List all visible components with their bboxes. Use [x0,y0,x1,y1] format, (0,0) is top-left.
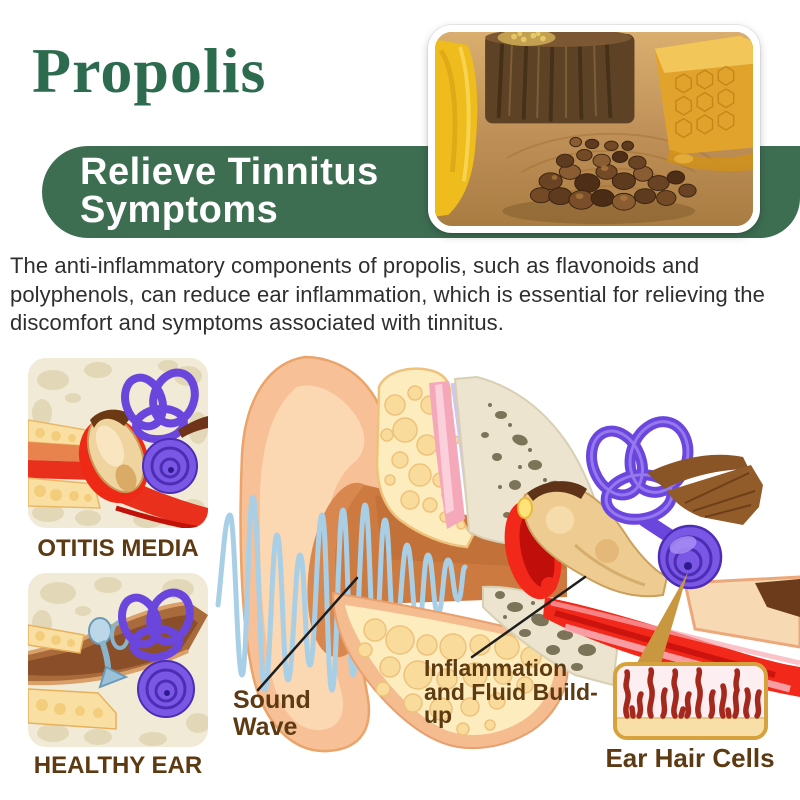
healthy-ear-card [28,573,208,747]
ear-canal-inflamed [28,419,101,509]
banner-line-2: Symptoms [80,189,279,231]
honeycomb [654,35,753,172]
cochlea-healthy [118,588,195,718]
propolis-photo-art [435,32,753,226]
hair-cells-art [617,667,764,736]
otitis-media-illustration [28,358,208,528]
sound-wave-pointer-line [256,576,359,692]
cochlea-otitis [121,368,208,494]
inflammation-label: Inflammation and Fluid Build-up [424,655,598,728]
beeswax-chunk [435,39,478,217]
page-title: Propolis [32,35,267,106]
wood-log [485,32,635,124]
healthy-ear-illustration [28,573,208,747]
ear-hair-cells-box [613,662,768,740]
inner-canal-right [683,575,800,649]
hair-cells-pointer-triangle [633,572,688,670]
banner-headline: Relieve Tinnitus Symptoms [80,153,379,229]
cochlea [657,524,723,590]
auditory-nerve [647,454,763,525]
skull-bone-lower [482,585,619,687]
propolis-granules [502,136,697,225]
banner-line-1: Relieve Tinnitus [80,151,379,193]
eardrum-bulge [86,409,146,493]
otitis-media-label: OTITIS MEDIA [37,535,199,562]
healthy-ear-label: HEALTHY EAR [33,752,203,779]
pointer-lines [256,575,587,692]
ear-hair-cells-label: Ear Hair Cells [605,743,775,773]
ossicles [88,617,130,689]
description-text: The anti-inflammatory components of prop… [10,253,765,335]
fat-strips [28,624,117,730]
sound-wave-label: Sound Wave [233,686,311,741]
propolis-photo [428,25,760,233]
inflammation-pointer-line [470,575,587,659]
middle-ear [504,481,669,600]
otitis-media-card [28,358,208,528]
